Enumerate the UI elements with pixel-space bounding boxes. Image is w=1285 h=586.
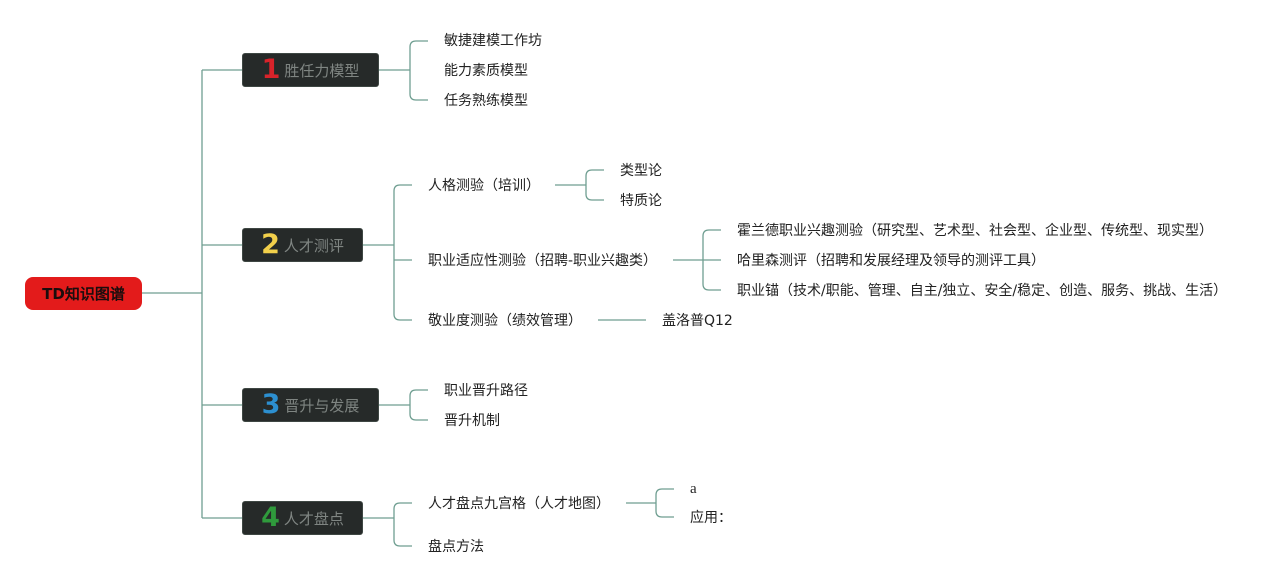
branch-number: 1 (261, 54, 281, 85)
node-career-anchor[interactable]: 职业锚（技术/职能、管理、自主/独立、安全/稳定、创造、服务、挑战、生活） (737, 283, 1228, 299)
connector-b2-fork (393, 184, 412, 321)
node-promotion-mechanism[interactable]: 晋升机制 (444, 413, 500, 429)
branch-label: 胜任力模型 (284, 61, 360, 80)
node-trait-theory[interactable]: 特质论 (620, 193, 662, 209)
node-a[interactable]: a (690, 481, 697, 497)
node-holland-test[interactable]: 霍兰德职业兴趣测验（研究型、艺术型、社会型、企业型、传统型、现实型） (737, 223, 1213, 239)
node-harrison-assessment[interactable]: 哈里森测评（招聘和发展经理及领导的测评工具） (737, 253, 1045, 269)
branch-number: 4 (261, 502, 280, 533)
connector-b3-fork (409, 389, 428, 421)
node-gallup-q12[interactable]: 盖洛普Q12 (662, 313, 733, 329)
branch-number: 3 (261, 389, 281, 420)
connector-ninebox-fork (655, 488, 674, 518)
connector-b4-fork (393, 502, 412, 547)
connector-personality-fork (585, 169, 604, 201)
node-type-theory[interactable]: 类型论 (620, 163, 662, 179)
node-career-path[interactable]: 职业晋升路径 (444, 383, 528, 399)
branch-label: 人才盘点 (283, 509, 344, 528)
branch-label: 晋升与发展 (284, 396, 360, 415)
node-personality-test[interactable]: 人格测验（培训） (428, 178, 540, 194)
node-competency-model[interactable]: 能力素质模型 (444, 63, 528, 79)
node-task-proficiency-model[interactable]: 任务熟练模型 (444, 93, 528, 109)
branch-talent-assessment[interactable]: 2 人才测评 (242, 228, 363, 262)
root-node[interactable]: TD知识图谱 (25, 277, 142, 310)
node-engagement-test[interactable]: 敬业度测验（绩效管理） (428, 313, 582, 329)
node-vocational-test[interactable]: 职业适应性测验（招聘-职业兴趣类） (428, 253, 658, 269)
node-nine-box-grid[interactable]: 人才盘点九宫格（人才地图） (428, 496, 610, 512)
branch-promotion-development[interactable]: 3 晋升与发展 (242, 388, 379, 422)
branch-number: 2 (261, 229, 280, 260)
node-application[interactable]: 应用： (690, 510, 732, 526)
root-label: TD知识图谱 (42, 285, 125, 303)
connector-b1-fork (409, 40, 428, 101)
branch-competency-model[interactable]: 1 胜任力模型 (242, 53, 379, 87)
node-review-method[interactable]: 盘点方法 (428, 539, 484, 555)
branch-talent-review[interactable]: 4 人才盘点 (242, 501, 363, 535)
node-agile-workshop[interactable]: 敏捷建模工作坊 (444, 33, 542, 49)
branch-label: 人才测评 (283, 236, 344, 255)
